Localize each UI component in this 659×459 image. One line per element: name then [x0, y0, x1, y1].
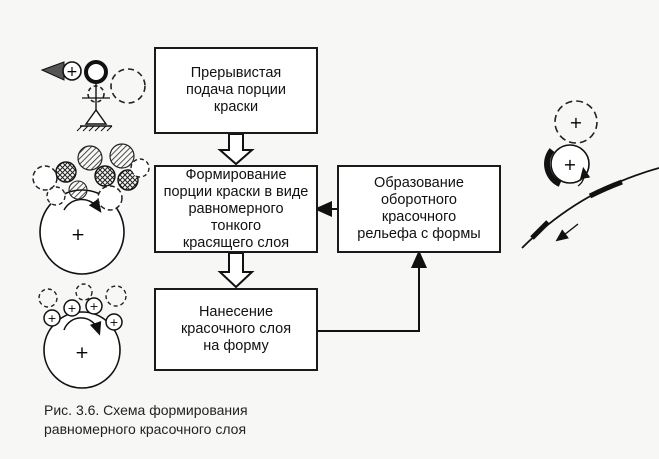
block-ink-feed-label: Прерывистая подача порции краски	[186, 65, 286, 115]
block-ink-application: Нанесение красочного слоя на форму	[154, 288, 318, 371]
block-reverse-relief-label: Образование оборотного красочного рельеф…	[357, 175, 481, 242]
plus-sign: +	[66, 64, 78, 80]
plus-sign: +	[89, 300, 98, 313]
block-ink-feed: Прерывистая подача порции краски	[154, 47, 318, 134]
block-ink-application-label: Нанесение красочного слоя на форму	[180, 304, 292, 354]
arrow-apply-to-relief	[318, 250, 427, 332]
figure-caption: Рис. 3.6. Схема формирования равномерног…	[44, 401, 248, 439]
plus-sign: +	[47, 312, 56, 325]
plus-sign: +	[109, 316, 118, 329]
block-reverse-relief: Образование оборотного красочного рельеф…	[337, 165, 501, 253]
form-rollers-illustration: + + + + +	[38, 283, 127, 389]
block-film-forming: Формирование порции краски в виде равном…	[154, 165, 318, 253]
plus-sign: +	[569, 113, 582, 132]
plus-sign: +	[75, 343, 89, 363]
ductor-roller-illustration: +	[40, 60, 146, 132]
plus-sign: +	[71, 225, 85, 245]
arrow-form-to-apply	[217, 252, 255, 289]
reverse-relief-illustration: + +	[521, 100, 659, 249]
block-film-forming-label: Формирование порции краски в виде равном…	[163, 166, 309, 251]
distributor-rollers-illustration: +	[32, 143, 150, 275]
plus-sign: +	[563, 155, 576, 174]
plus-sign: +	[67, 302, 76, 315]
caption-line-1: Рис. 3.6. Схема формирования	[44, 402, 248, 418]
caption-line-2: равномерного красочного слоя	[44, 421, 247, 437]
arrow-feed-to-form	[217, 133, 255, 166]
